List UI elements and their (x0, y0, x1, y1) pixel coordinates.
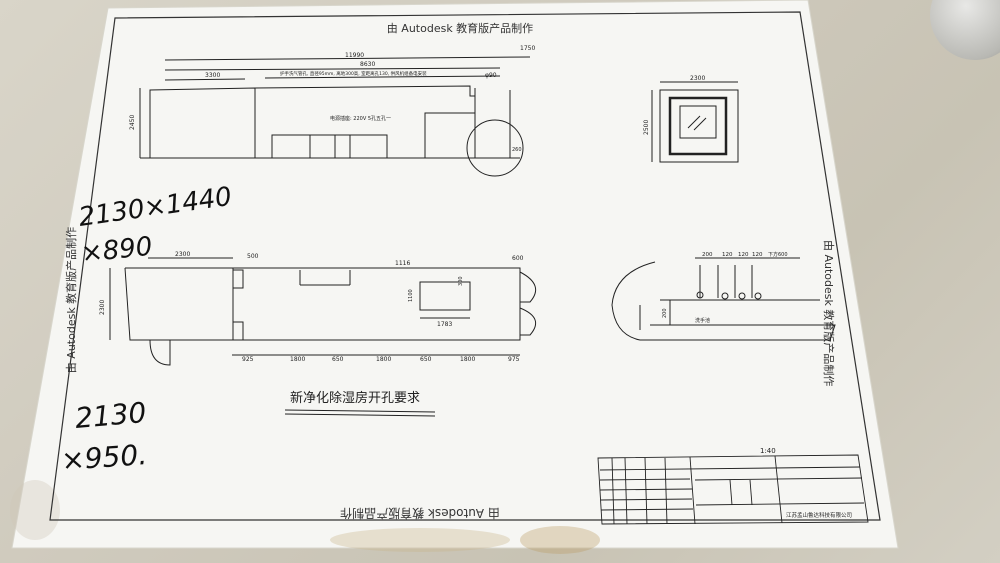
plan-bottom-0: 925 (242, 356, 254, 363)
watermark-right: 由 Autodesk 教育版产品制作 (822, 240, 836, 386)
note-top: 护手洗气管孔, 直径95mm, 离地300高, 室距离孔130, 供风机组备电安… (280, 70, 427, 77)
plan-inner-h: 1100 (408, 289, 414, 302)
plan-small: 300 (458, 276, 464, 286)
stain (520, 526, 600, 554)
plan-inner-w: 1783 (437, 321, 452, 328)
plan-bottom-2: 650 (332, 356, 344, 363)
title-underline (284, 413, 436, 417)
elevation-view (139, 56, 531, 177)
window-elevation (651, 81, 739, 163)
plan-bottom-4: 650 (420, 356, 432, 363)
side-height: 200 (662, 308, 668, 318)
watermark-top: 由 Autodesk 教育版产品制作 (387, 21, 533, 35)
side-seg2: 120 (722, 252, 733, 258)
plan-bottom-6: 975 (508, 356, 520, 363)
dim-square-w: 2300 (690, 75, 705, 82)
handwriting-line3: 2130 (74, 396, 148, 435)
drawing-title: 新净化除湿房开孔要求 (290, 390, 420, 406)
handwriting-line4: ×950. (60, 438, 148, 477)
title-block (597, 454, 869, 525)
drawing-frame (49, 11, 881, 521)
dim-right-seg: 1750 (520, 45, 535, 52)
plan-left-w: 2300 (175, 251, 190, 258)
dim-left: 3300 (205, 72, 220, 79)
dim-height: 2450 (129, 115, 136, 130)
side-seg4: 120 (752, 252, 763, 258)
side-seg1: 200 (702, 252, 713, 258)
dim-pipe: φ90 (485, 72, 497, 79)
scale-text: 1:40 (760, 447, 776, 455)
plan-door: 500 (247, 253, 259, 260)
dim-square-h: 2500 (643, 120, 650, 135)
handwriting-line2: ×890 (80, 232, 154, 269)
plan-right-door: 600 (512, 255, 524, 262)
watermark-bottom: 由 Autodesk 教育版产品制作 (340, 506, 500, 521)
title-underline (284, 409, 436, 413)
plan-bottom-1: 1800 (290, 356, 305, 363)
side-right: 下方600 (768, 251, 788, 258)
plan-bottom-3: 1800 (376, 356, 391, 363)
plan-height: 2300 (99, 300, 106, 315)
plan-bottom-5: 1800 (460, 356, 475, 363)
side-label: 洗手池 (695, 317, 710, 324)
note-socket: 电源插座: 220V 5孔五孔一 (330, 115, 391, 122)
dim-small: 260 (512, 147, 522, 153)
watermark-left: 由 Autodesk 教育版产品制作 (64, 227, 78, 373)
stain (330, 528, 510, 552)
plan-view (109, 257, 537, 366)
plan-mid: 1116 (395, 260, 410, 267)
plan-bottom-dims: 925 1800 650 1800 650 1800 975 (242, 356, 520, 363)
stain (10, 480, 60, 540)
dim-mid: 8630 (360, 61, 375, 68)
side-seg3: 120 (738, 252, 749, 258)
side-view (611, 257, 836, 341)
company-name: 江苏孟山鲁达科技有限公司 (786, 511, 852, 519)
paper-sheet (11, 0, 899, 549)
dim-overall: 11990 (345, 52, 364, 59)
